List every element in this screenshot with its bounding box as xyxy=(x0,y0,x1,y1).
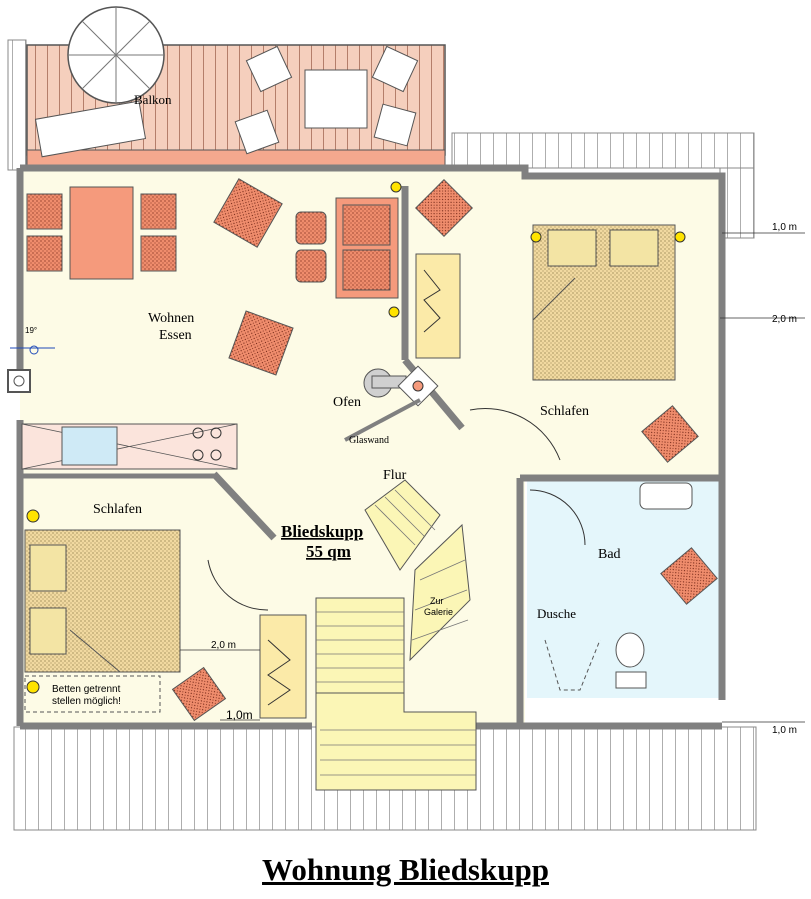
label-wohnen: Wohnen xyxy=(148,311,194,326)
plan-title: Wohnung Bliedskupp xyxy=(262,852,549,887)
roof-left-top xyxy=(7,39,27,171)
dim-right-bottom: 1,0 m xyxy=(772,725,797,736)
stove xyxy=(363,365,439,407)
dim-right-mid: 2,0 m xyxy=(772,314,797,325)
dining-chair xyxy=(26,235,63,272)
toilet-tank xyxy=(615,671,647,689)
balcony-chair xyxy=(371,45,419,93)
stool xyxy=(295,211,327,245)
dining-table xyxy=(69,186,134,280)
pillow xyxy=(609,229,659,267)
thermostat-icon xyxy=(10,345,55,355)
staircase xyxy=(315,479,477,791)
wardrobe xyxy=(415,253,461,359)
balcony-chair xyxy=(245,45,293,93)
label-glaswand: Glaswand xyxy=(349,435,389,446)
toilet xyxy=(615,632,645,668)
stair-steps xyxy=(316,489,476,776)
label-bad: Bad xyxy=(598,547,621,562)
dining-chair xyxy=(140,235,177,272)
dim-left-two: 2,0 m xyxy=(211,640,236,651)
label-essen: Essen xyxy=(159,328,192,343)
dim-right-top: 1,0 m xyxy=(772,222,797,233)
door-swing xyxy=(469,408,561,461)
balcony-ledge xyxy=(26,149,446,167)
note-betten-2: stellen möglich! xyxy=(52,696,121,707)
note-betten-1: Betten getrennt xyxy=(52,684,121,695)
stool xyxy=(295,249,327,283)
roof-top-right xyxy=(451,132,755,169)
armchair xyxy=(660,547,718,605)
armchair xyxy=(171,666,227,722)
label-schlafen-right: Schlafen xyxy=(540,404,589,419)
dimension-lines xyxy=(180,232,805,723)
balcony-chair xyxy=(373,103,417,147)
armchair xyxy=(213,178,283,248)
label-balkon: Balkon xyxy=(134,92,172,107)
armchair xyxy=(415,179,473,237)
label-flur: Flur xyxy=(383,468,407,483)
temperature-label: 19° xyxy=(25,326,37,335)
armchair xyxy=(641,405,699,463)
sofa-seat xyxy=(342,204,391,246)
pillow xyxy=(29,607,67,655)
wardrobe xyxy=(259,614,307,719)
area-size: 55 qm xyxy=(306,542,351,561)
label-zur: Zur xyxy=(430,596,444,606)
balcony-table xyxy=(304,69,368,129)
armchair xyxy=(228,310,294,376)
bed-dashed-outline xyxy=(24,675,161,713)
sun-lounger xyxy=(34,100,147,158)
shower xyxy=(544,639,601,691)
dim-left-one: 1,0m xyxy=(226,708,253,722)
lamp-icon xyxy=(26,181,686,694)
dining-chair xyxy=(140,193,177,230)
pillow xyxy=(547,229,597,267)
area-name: Bliedskupp xyxy=(281,522,363,541)
door-swing xyxy=(207,559,269,611)
label-schlafen-left: Schlafen xyxy=(93,502,142,517)
parasol-ribs xyxy=(68,7,164,103)
glass-wall xyxy=(344,398,421,442)
kitchen-counter xyxy=(21,423,238,470)
roof-right-top xyxy=(719,167,755,239)
label-galerie: Galerie xyxy=(424,607,453,617)
label-dusche: Dusche xyxy=(537,606,576,621)
dining-chair xyxy=(26,193,63,230)
balcony-chair xyxy=(234,109,280,155)
pillow xyxy=(29,544,67,592)
sofa-seat xyxy=(342,249,391,291)
sink xyxy=(639,482,693,510)
door-swing xyxy=(529,489,586,546)
chimney-icon xyxy=(7,369,31,393)
label-ofen: Ofen xyxy=(333,395,361,410)
